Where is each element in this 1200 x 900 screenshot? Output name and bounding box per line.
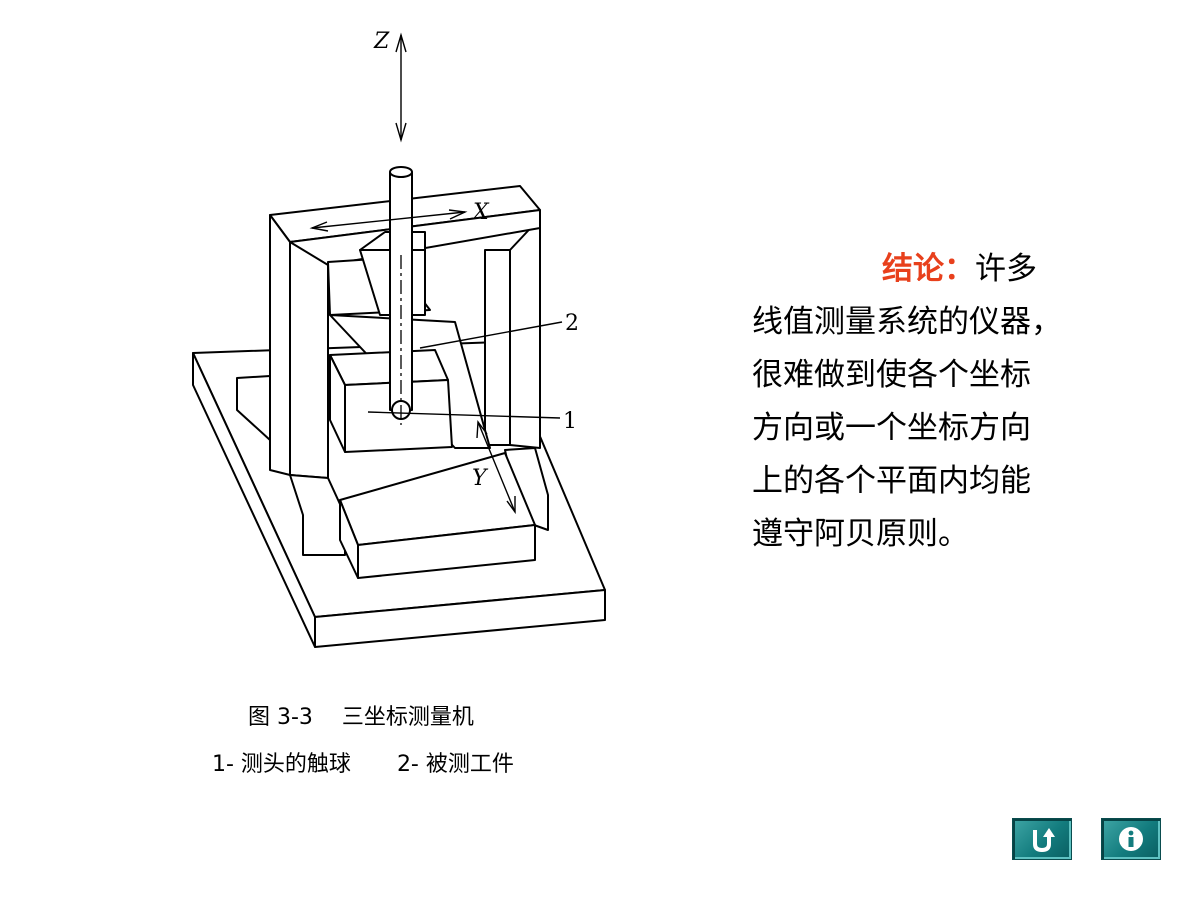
legend-item-1: 1- 测头的触球 xyxy=(212,752,351,777)
callout-2-leader xyxy=(419,321,563,349)
gantry-left-leg-front xyxy=(269,214,291,476)
callout-1-leader xyxy=(367,411,561,419)
legend-item-2: 2- 被测工件 xyxy=(396,752,514,777)
y-axis-label: Y xyxy=(472,466,489,491)
figure-caption-title: 图 3-3 三坐标测量机 xyxy=(248,705,474,730)
callout-2-label: 2 xyxy=(565,311,579,336)
conclusion-line-6: 遵守阿贝原则。 xyxy=(752,516,969,552)
conclusion-line-2: 线值测量系统的仪器， xyxy=(752,304,1062,340)
conclusion-heading: 结论： xyxy=(882,251,975,287)
callout-1-label: 1 xyxy=(563,409,577,434)
gantry-right-leg-side xyxy=(509,217,541,449)
figure-legend: 1- 测头的触球 2- 被测工件 xyxy=(212,746,514,778)
x-axis-arrow xyxy=(311,211,466,229)
conclusion-line-1: 许多 xyxy=(975,251,1037,287)
workpiece-left xyxy=(329,354,346,453)
info-icon xyxy=(1119,827,1143,851)
worktable-left xyxy=(339,499,359,579)
z-axis-label: Z xyxy=(373,29,390,54)
info-button[interactable] xyxy=(1101,818,1161,860)
conclusion-text: 结论：许多 线值测量系统的仪器， 很难做到使各个坐标 方向或一个坐标方向 上的各… xyxy=(752,243,1082,561)
gantry-left-leg-side xyxy=(289,241,329,479)
back-button[interactable] xyxy=(1012,818,1072,860)
coordinate-measuring-machine-diagram: Z X Y 2 1 xyxy=(192,29,606,648)
conclusion-line-5: 上的各个平面内均能 xyxy=(752,463,1031,499)
return-arrow-icon xyxy=(1033,828,1055,853)
conclusion-line-4: 方向或一个坐标方向 xyxy=(752,410,1031,446)
spindle-top xyxy=(389,166,413,178)
x-axis-label: X xyxy=(471,200,490,225)
left-foot xyxy=(289,474,346,556)
conclusion-line-3: 很难做到使各个坐标 xyxy=(752,357,1031,393)
base-plate-left xyxy=(192,352,316,648)
y-axis-arrow xyxy=(477,421,516,513)
